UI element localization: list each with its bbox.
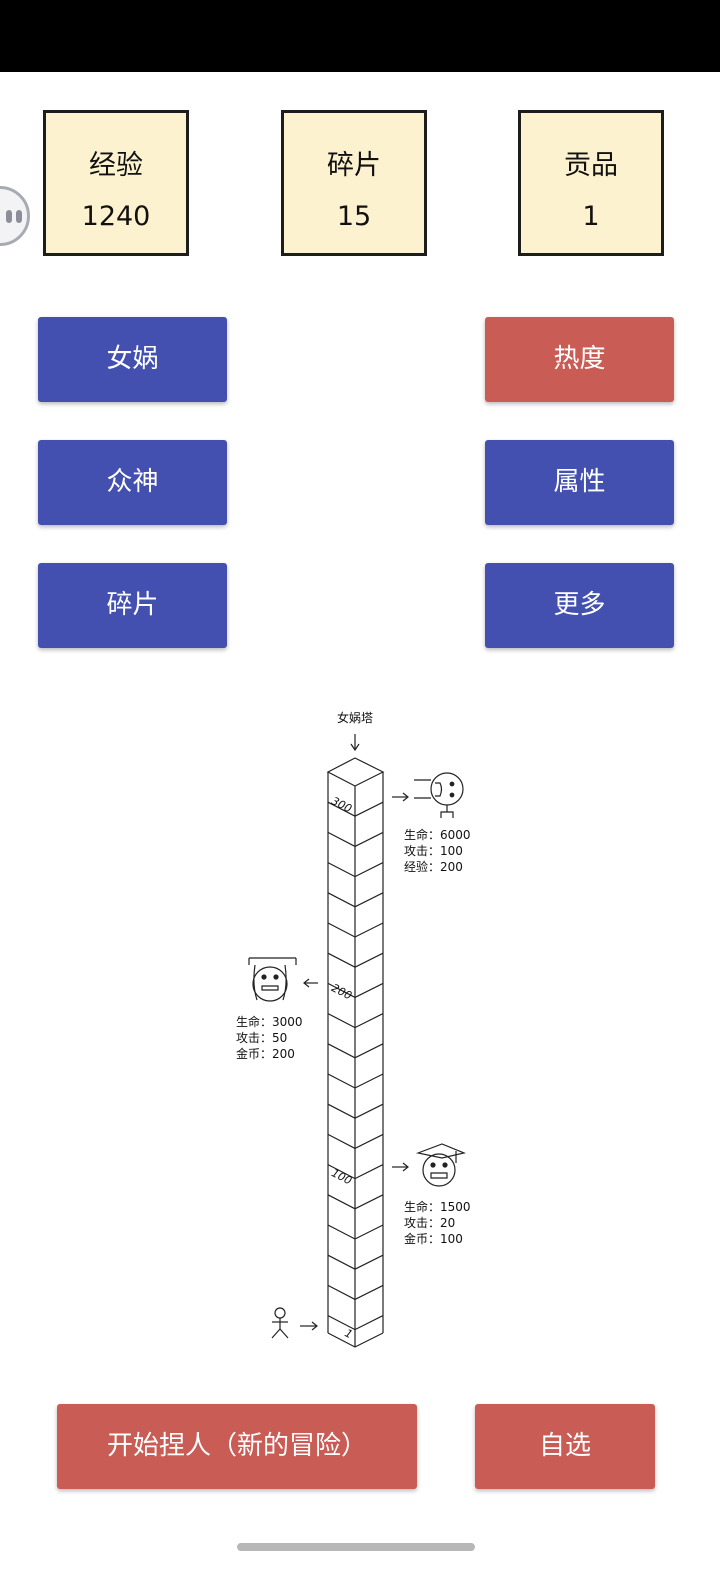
boss-200-icon [248, 957, 297, 1002]
tower-floor-divider [327, 922, 384, 938]
assistant-eye-icon [16, 210, 22, 223]
boss-300-arrow-icon [392, 792, 409, 802]
attributes-button[interactable]: 属性 [485, 440, 674, 525]
tower-floor-divider [327, 1224, 384, 1240]
home-indicator[interactable] [237, 1543, 475, 1551]
gods-button[interactable]: 众神 [38, 440, 227, 525]
tower-floor-divider [327, 1254, 384, 1270]
floor-label-100: 100 [329, 1166, 354, 1187]
boss-100-icon [415, 1143, 466, 1187]
boss-100-attack: 攻击：20 [404, 1216, 455, 1230]
boss-300-attack: 攻击：100 [404, 844, 463, 858]
tower-column [326, 757, 385, 1348]
stat-fragments-value: 15 [336, 201, 372, 232]
tower-floor-divider [327, 982, 384, 999]
stat-experience-label: 经验 [89, 150, 143, 181]
tower-floor-divider [327, 892, 384, 908]
stat-tribute: 贡品 1 [518, 110, 664, 256]
start-new-adventure-button[interactable]: 开始捏人（新的冒险） [57, 1404, 417, 1489]
stat-fragments-label: 碎片 [327, 150, 381, 181]
tower-arrow-down-icon [350, 734, 360, 752]
nuwa-tower-diagram: 女娲塔 300 200 100 1 生命：6000 攻击：100 经验：200 [236, 710, 471, 1348]
player-arrow-icon [300, 1321, 318, 1331]
nuwa-button[interactable]: 女娲 [38, 317, 227, 402]
tower-floor-divider [327, 1315, 384, 1331]
tower-floor-divider [327, 862, 384, 878]
floor-label-300: 300 [329, 794, 354, 815]
tower-floor-divider [327, 1013, 384, 1029]
custom-select-button[interactable]: 自选 [475, 1404, 655, 1489]
stat-tribute-value: 1 [582, 201, 600, 232]
tower-floor-divider [327, 1133, 384, 1150]
fragments-button[interactable]: 碎片 [38, 563, 227, 648]
floor-label-200: 200 [329, 981, 354, 1002]
stat-experience: 经验 1240 [43, 110, 189, 256]
tower-title: 女娲塔 [337, 710, 373, 725]
boss-200-gold: 金币：200 [236, 1046, 295, 1061]
boss-200-arrow-icon [303, 978, 318, 988]
player-figure-icon [271, 1307, 289, 1339]
stat-tribute-label: 贡品 [564, 150, 618, 181]
tower-floor-divider [327, 1073, 384, 1089]
stat-fragments: 碎片 15 [281, 110, 427, 256]
tower-floor-divider [327, 801, 384, 817]
stat-experience-value: 1240 [81, 201, 151, 232]
tower-floor-divider [327, 831, 384, 848]
boss-200-attack: 攻击：50 [236, 1031, 287, 1045]
boss-100-gold: 金币：100 [404, 1231, 463, 1246]
status-bar [0, 0, 720, 72]
heat-button[interactable]: 热度 [485, 317, 674, 402]
tower-floor-divider [327, 1043, 384, 1059]
floating-assistant-icon[interactable] [0, 186, 30, 246]
boss-200-hp: 生命：3000 [236, 1014, 303, 1029]
tower-floor-divider [327, 1164, 384, 1180]
more-button[interactable]: 更多 [485, 563, 674, 648]
boss-100-hp: 生命：1500 [404, 1199, 471, 1214]
floor-label-1: 1 [343, 1327, 355, 1342]
boss-300-hp: 生命：6000 [404, 827, 471, 842]
tower-floor-divider [327, 952, 384, 968]
boss-300-icon [414, 772, 464, 818]
boss-100-arrow-icon [392, 1162, 409, 1172]
tower-floor-divider [327, 1194, 384, 1210]
tower-floor-divider [327, 1103, 384, 1119]
assistant-eye-icon [6, 210, 12, 223]
boss-300-exp: 经验：200 [404, 859, 463, 874]
tower-floor-divider [327, 1284, 384, 1301]
